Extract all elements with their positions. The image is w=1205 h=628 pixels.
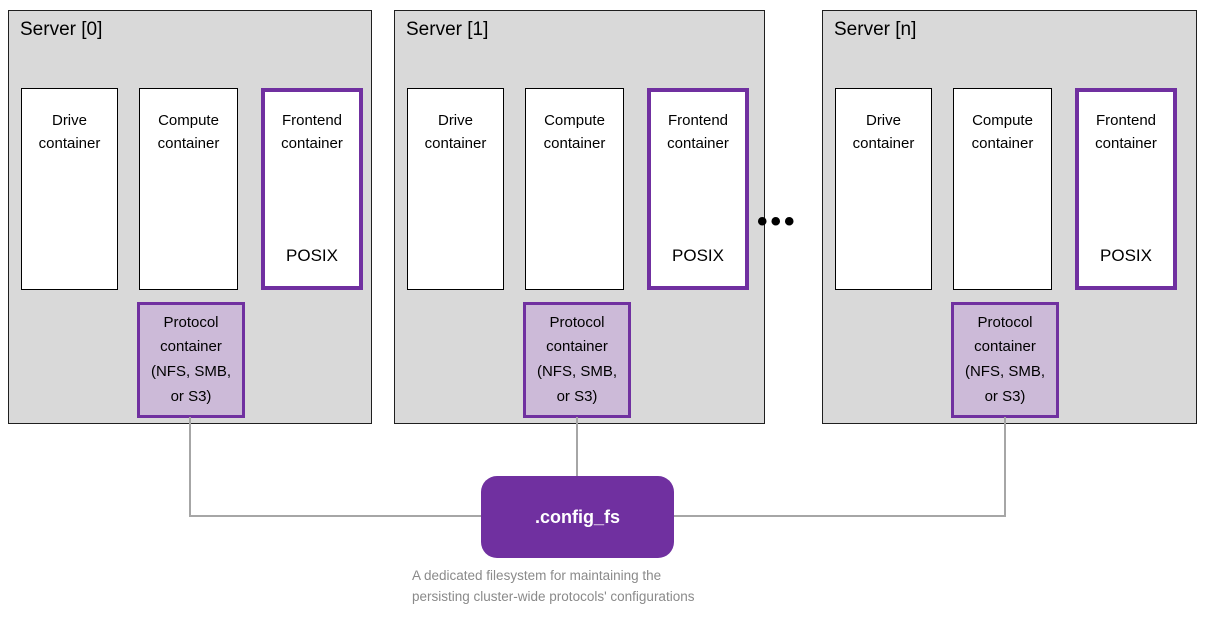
server-1-drive-container: Drive container [407, 88, 504, 290]
server-0-title: Server [0] [20, 19, 103, 40]
frontend-container-label: Frontend container [281, 112, 343, 152]
caption-line-1: A dedicated filesystem for maintaining t… [412, 568, 662, 583]
posix-label: POSIX [672, 245, 724, 265]
server-0-box: Server [0] Drive container Compute conta… [8, 10, 372, 424]
server-n-title: Server [n] [834, 19, 917, 40]
server-n-frontend-container: Frontend container POSIX [1075, 88, 1177, 290]
server-0-compute-container: Compute container [139, 88, 238, 290]
protocol-container-label: Protocol container (NFS, SMB, or S3) [964, 313, 1045, 405]
ellipsis-icon: ••• [757, 205, 798, 238]
server-0-protocol-container: Protocol container (NFS, SMB, or S3) [137, 302, 245, 418]
config-fs-caption: A dedicated filesystem for maintaining t… [412, 566, 812, 608]
connector-servern-vertical [1004, 417, 1006, 517]
server-0-frontend-container: Frontend container POSIX [261, 88, 363, 290]
frontend-container-label: Frontend container [667, 112, 729, 152]
caption-line-2: persisting cluster-wide protocols' confi… [412, 588, 695, 604]
compute-container-label: Compute container [543, 112, 606, 152]
compute-container-label: Compute container [157, 112, 220, 152]
drive-container-label: Drive container [38, 112, 101, 152]
connector-server1-vertical [576, 417, 578, 477]
config-fs-label: .config_fs [534, 506, 620, 527]
config-fs-node: .config_fs [481, 476, 674, 558]
frontend-container-label: Frontend container [1095, 112, 1157, 152]
protocol-container-label: Protocol container (NFS, SMB, or S3) [536, 313, 617, 405]
server-n-protocol-container: Protocol container (NFS, SMB, or S3) [951, 302, 1059, 418]
drive-container-label: Drive container [424, 112, 487, 152]
posix-label: POSIX [286, 245, 338, 265]
server-1-title: Server [1] [406, 19, 489, 40]
server-1-box: Server [1] Drive container Compute conta… [394, 10, 765, 424]
connector-server0-vertical [189, 417, 191, 517]
compute-container-label: Compute container [971, 112, 1034, 152]
connector-right-horizontal [673, 515, 1006, 517]
server-n-drive-container: Drive container [835, 88, 932, 290]
server-n-compute-container: Compute container [953, 88, 1052, 290]
server-1-frontend-container: Frontend container POSIX [647, 88, 749, 290]
protocol-container-label: Protocol container (NFS, SMB, or S3) [150, 313, 231, 405]
server-1-protocol-container: Protocol container (NFS, SMB, or S3) [523, 302, 631, 418]
connector-left-horizontal [189, 515, 482, 517]
posix-label: POSIX [1100, 245, 1152, 265]
server-1-compute-container: Compute container [525, 88, 624, 290]
drive-container-label: Drive container [852, 112, 915, 152]
server-0-drive-container: Drive container [21, 88, 118, 290]
server-n-box: Server [n] Drive container Compute conta… [822, 10, 1197, 424]
